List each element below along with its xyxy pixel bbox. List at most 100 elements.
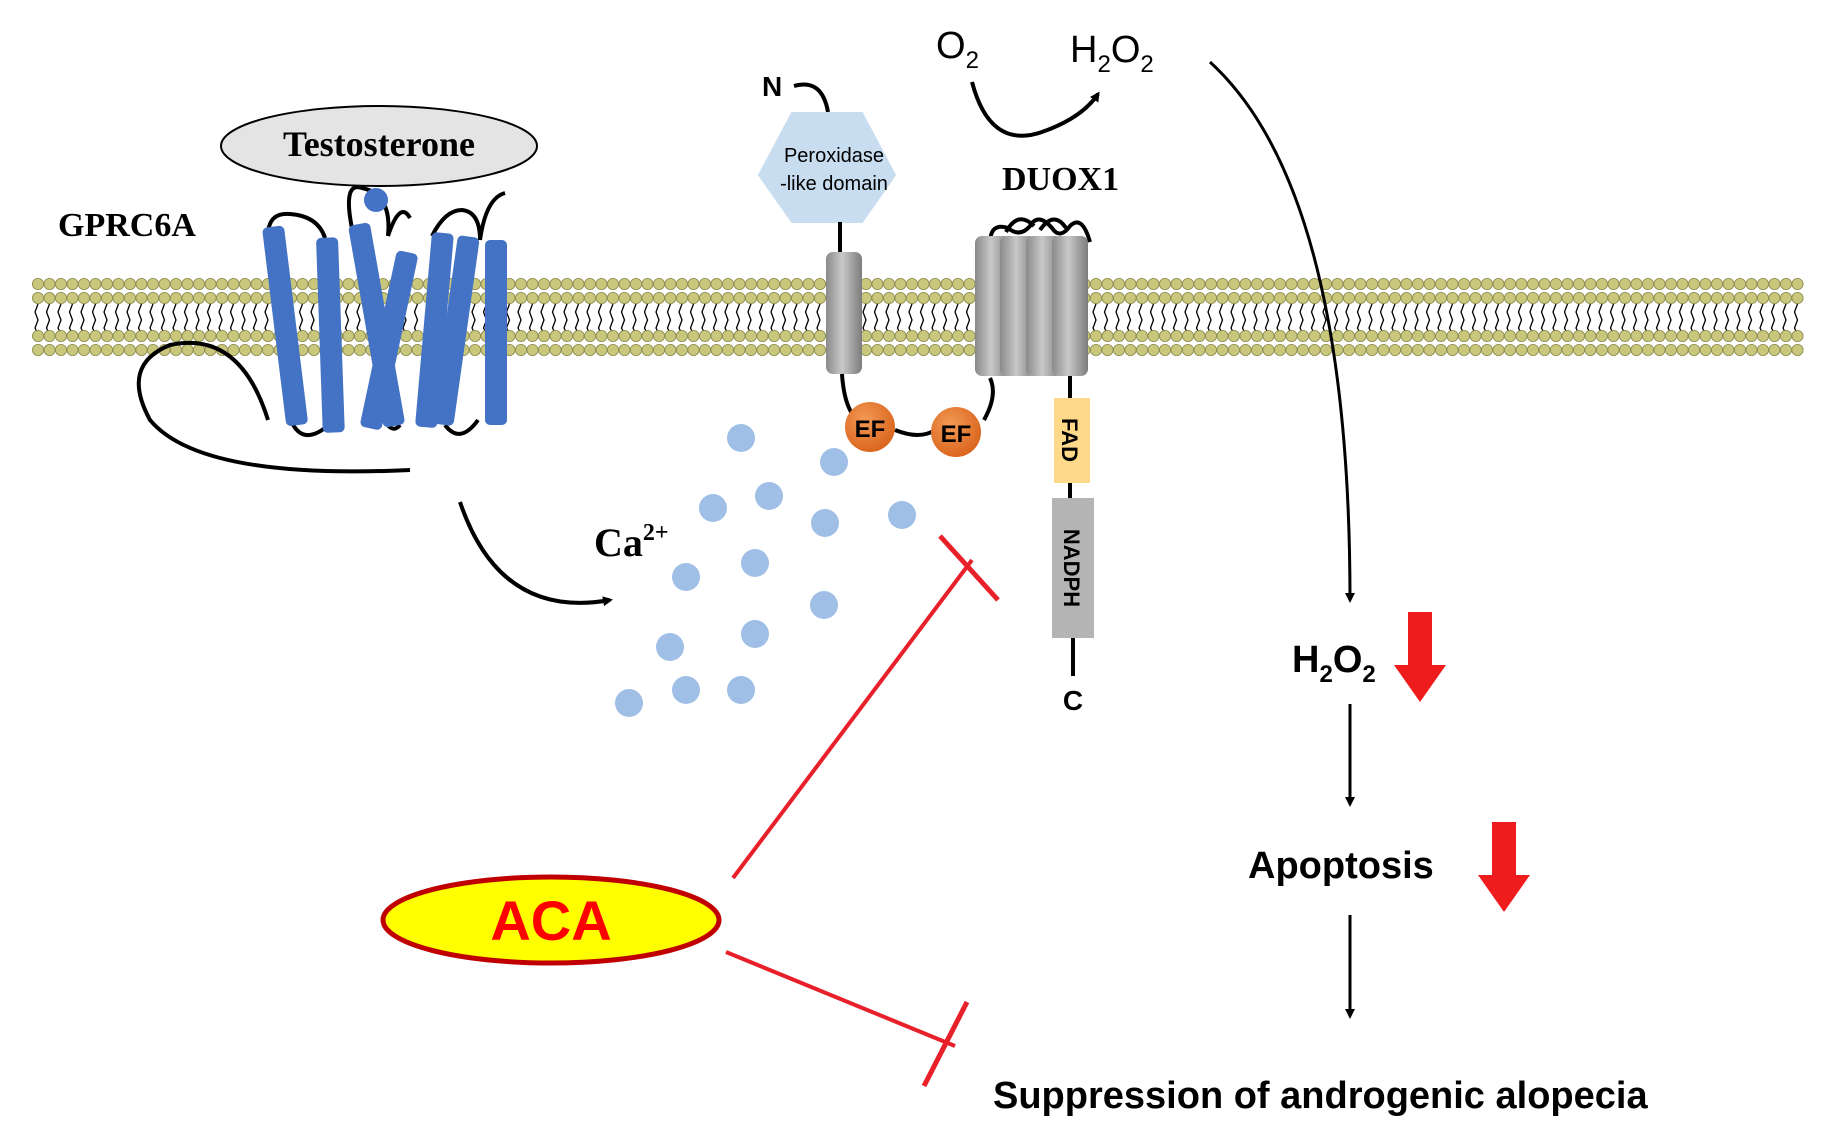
lipid-tail	[344, 303, 350, 335]
lipid-head	[468, 343, 481, 356]
lipid-head	[538, 291, 551, 304]
lipid-head	[1791, 291, 1804, 304]
lipid-head	[1780, 329, 1793, 342]
lipid-tail	[1540, 303, 1546, 335]
lipid-tail	[1287, 303, 1293, 335]
lipid-tail	[1678, 303, 1684, 335]
calcium-ion	[810, 591, 838, 619]
extracellular-loop-1	[266, 211, 327, 239]
lipid-head	[1780, 291, 1793, 304]
lipid-head	[779, 277, 792, 290]
lipid-head	[89, 277, 102, 290]
lipid-head	[1170, 329, 1183, 342]
lipid-head	[1412, 329, 1425, 342]
lipid-head	[1642, 291, 1655, 304]
lipid-head	[963, 329, 976, 342]
lipid-tail	[862, 303, 867, 335]
lipid-head	[917, 277, 930, 290]
svg-text:EF: EF	[855, 416, 886, 443]
gprc6a-label: GPRC6A	[58, 207, 196, 244]
lipid-head	[699, 291, 712, 304]
lipid-head	[66, 329, 79, 342]
lipid-tail	[1747, 303, 1753, 335]
lipid-head	[1297, 329, 1310, 342]
lipid-tail	[1241, 303, 1247, 335]
lipid-head	[618, 277, 631, 290]
calcium-label: Ca2+	[594, 520, 669, 565]
lipid-head	[307, 329, 320, 342]
lipid-head	[78, 329, 91, 342]
lipid-head	[1182, 277, 1195, 290]
lipid-head	[1722, 329, 1735, 342]
lipid-tail	[229, 303, 235, 335]
calcium-ion	[755, 482, 783, 510]
lipid-head	[584, 343, 597, 356]
lipid-head	[595, 291, 608, 304]
lipid-head	[1676, 291, 1689, 304]
lipid-tail	[103, 303, 108, 335]
lipid-head	[1630, 343, 1643, 356]
lipid-head	[1630, 291, 1643, 304]
lipid-tail	[609, 303, 614, 335]
lipid-head	[1136, 343, 1149, 356]
lipid-head	[1285, 343, 1298, 356]
lipid-head	[618, 329, 631, 342]
lipid-head	[1193, 291, 1206, 304]
lipid-head	[342, 343, 355, 356]
lipid-head	[66, 277, 79, 290]
lipid-tail	[1310, 303, 1316, 335]
lipid-head	[733, 343, 746, 356]
lipid-head	[1550, 291, 1563, 304]
lipid-head	[699, 329, 712, 342]
lipid-head	[1090, 343, 1103, 356]
lipid-head	[699, 343, 712, 356]
lipid-head	[1527, 329, 1540, 342]
lipid-head	[1101, 329, 1114, 342]
lipid-head	[1642, 277, 1655, 290]
lipid-tail	[1632, 303, 1638, 335]
lipid-head	[101, 291, 114, 304]
gprc6a-to-calcium-arrow	[458, 501, 613, 607]
lipid-head	[1423, 277, 1436, 290]
lipid-head	[43, 277, 56, 290]
lipid-head	[1274, 277, 1287, 290]
oxygen-label: O2	[936, 25, 979, 74]
lipid-head	[1343, 343, 1356, 356]
lipid-tail	[1149, 303, 1155, 335]
lipid-head	[710, 343, 723, 356]
lipid-head	[515, 291, 528, 304]
lipid-tail	[781, 303, 787, 335]
lipid-head	[952, 277, 965, 290]
lipid-tail	[1724, 303, 1730, 335]
lipid-head	[1757, 343, 1770, 356]
lipid-head	[676, 291, 689, 304]
lipid-tail	[126, 303, 131, 335]
lipid-head	[1228, 343, 1241, 356]
lipid-head	[1584, 329, 1597, 342]
lipid-head	[1159, 329, 1172, 342]
lipid-tail	[1609, 303, 1615, 335]
lipid-head	[181, 343, 194, 356]
lipid-head	[250, 277, 263, 290]
lipid-head	[1688, 277, 1701, 290]
lipid-head	[1377, 343, 1390, 356]
lipid-tail	[1667, 303, 1672, 335]
lipid-head	[55, 343, 68, 356]
lipid-head	[584, 277, 597, 290]
lipid-head	[722, 343, 735, 356]
lipid-tail	[68, 303, 74, 335]
lipid-head	[1101, 277, 1114, 290]
lipid-tail	[57, 303, 62, 335]
lipid-head	[1607, 277, 1620, 290]
lipid-head	[1688, 291, 1701, 304]
lipid-head	[1504, 343, 1517, 356]
lipid-tail	[310, 303, 315, 335]
calcium-ion	[811, 509, 839, 537]
lipid-head	[756, 277, 769, 290]
lipid-head	[1285, 291, 1298, 304]
lipid-head	[1469, 277, 1482, 290]
lipid-head	[1492, 291, 1505, 304]
lipid-head	[745, 291, 758, 304]
lipid-tail	[1207, 303, 1212, 335]
